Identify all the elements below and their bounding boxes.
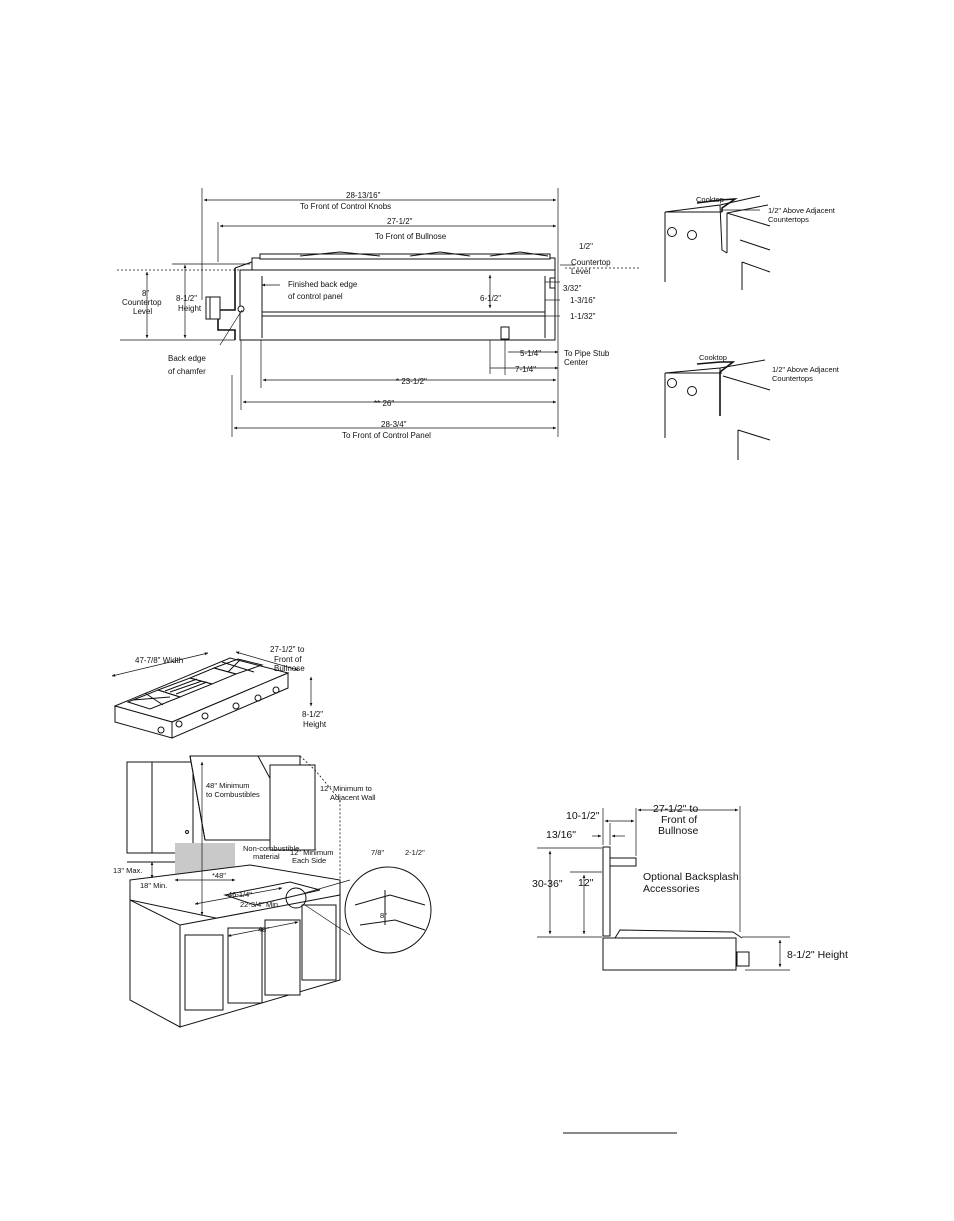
install-2-1-2: 2-1/2"	[405, 848, 425, 857]
bs-depth-1: 27-1/2" to	[653, 803, 698, 815]
detail-bottom-cooktop-label: Cooktop	[699, 353, 727, 362]
cooktop-profile	[602, 937, 737, 971]
bs-optional-2: Accessories	[643, 883, 700, 895]
bs-height: 8-1/2" Height	[787, 949, 848, 961]
upper-cabinet-right	[269, 764, 316, 851]
label-28-13-16: 28-13/16"	[346, 191, 381, 200]
label-countertop-level-2: Level	[133, 307, 152, 316]
install-min12side-1: 12" Minimum	[290, 848, 334, 857]
detail-top-above-1: 1/2" Above Adjacent	[768, 206, 836, 215]
label-to-front-knobs: To Front of Control Knobs	[300, 202, 391, 211]
backsplash-panel	[602, 846, 611, 937]
label-height: Height	[178, 304, 202, 313]
label-countertop: Countertop	[571, 258, 611, 267]
label-to-front-bullnose: To Front of Bullnose	[375, 232, 447, 241]
install-22: 22-3/4" Min.	[240, 900, 280, 909]
install-8: 8"	[380, 911, 387, 920]
label-8: 8"	[142, 289, 149, 298]
backsplash-diagram: 10-1/2" 13/16" 27-1/2" to Front of Bulln…	[532, 803, 848, 971]
iso-height-2: Height	[303, 720, 327, 729]
bs-depth-3: Bullnose	[658, 825, 698, 837]
control-knob	[205, 296, 221, 320]
label-23-1-2: * 23-1/2"	[396, 377, 427, 386]
label-8-1-2: 8-1/2"	[176, 294, 197, 303]
label-to-front-panel: To Front of Control Panel	[342, 431, 431, 440]
install-min48-2: to Combustibles	[206, 790, 260, 799]
label-back-edge-1: Back edge	[168, 354, 206, 363]
install-min48-1: 48" Minimum	[206, 781, 250, 790]
bs-10-1-2: 10-1/2"	[566, 810, 600, 822]
install-48a: *48"	[212, 871, 226, 880]
iso-height-1: 8-1/2"	[302, 710, 323, 719]
install-7-8: 7/8"	[371, 848, 384, 857]
label-6-1-2: 6-1/2"	[480, 294, 501, 303]
install-min12-1: 12" Minimum to	[320, 784, 372, 793]
detail-top-diagram: Cooktop 1/2" Above Adjacent Countertops	[664, 195, 836, 290]
detail-bottom-above-2: Countertops	[772, 374, 813, 383]
pipe-stub	[500, 326, 510, 340]
label-27-1-2: 27-1/2"	[387, 217, 413, 226]
install-min18: 18" Min.	[140, 881, 167, 890]
upper-cabinet-left	[126, 761, 194, 854]
install-noncomb-2: material	[253, 852, 280, 861]
detail-bottom-diagram: Cooktop 1/2" Above Adjacent Countertops	[664, 353, 840, 460]
install-max13: 13" Max.	[113, 866, 142, 875]
install-min12-2: Adjacent Wall	[330, 793, 376, 802]
iso-depth-2: Front of	[274, 655, 302, 664]
bs-optional-1: Optional Backsplash	[643, 871, 739, 883]
label-5-1-4: 5-1/4"	[520, 349, 541, 358]
bs-13-16: 13/16"	[546, 829, 576, 841]
install-noncomb-1: Non-combustible	[243, 844, 299, 853]
label-3-32: 3/32"	[563, 284, 582, 293]
side-view-diagram: 28-13/16" To Front of Control Knobs 27-1…	[117, 188, 640, 440]
install-min12side-2: Each Side	[292, 856, 326, 865]
bs-30-36: 30-36"	[532, 878, 563, 890]
isometric-cooktop-diagram: 47-7/8" Width 27-1/2" to Front of Bullno…	[111, 645, 327, 739]
label-pipe-stub-2: Center	[564, 358, 588, 367]
iso-depth-3: Bullnose	[274, 664, 305, 673]
detail-top-cooktop-label: Cooktop	[696, 195, 724, 204]
installation-diagram: 48" Minimum to Combustibles 12" Minimum …	[113, 755, 432, 1028]
detail-bottom-above-1: 1/2" Above Adjacent	[772, 365, 840, 374]
label-1-3-16: 1-3/16"	[570, 296, 596, 305]
label-7-1-4: 7-1/4"	[515, 365, 536, 374]
iso-depth-1: 27-1/2" to	[270, 645, 305, 654]
iso-width-label: 47-7/8" Width	[135, 656, 183, 665]
label-level: Level	[571, 267, 590, 276]
cooktop-top-surface	[251, 257, 556, 271]
label-countertop-level-1: Countertop	[122, 298, 162, 307]
bs-12: 12"	[578, 877, 594, 889]
control-knob-profile	[736, 951, 750, 967]
label-28-3-4: 28-3/4"	[381, 420, 407, 429]
detail-top-above-2: Countertops	[768, 215, 809, 224]
label-finished-back-2: of control panel	[288, 292, 343, 301]
label-finished-back-1: Finished back edge	[288, 280, 358, 289]
zoom-detail	[344, 866, 432, 954]
label-back-edge-2: of chamfer	[168, 367, 206, 376]
install-46: 46-1/4"	[228, 890, 252, 899]
label-26: ** 26"	[374, 399, 394, 408]
label-pipe-stub-1: To Pipe Stub	[564, 349, 610, 358]
label-1-1-32: 1-1/32"	[570, 312, 596, 321]
label-1-2: 1/2"	[579, 242, 593, 251]
bs-depth-2: Front of	[661, 814, 697, 826]
install-48b: 48"	[258, 925, 269, 934]
